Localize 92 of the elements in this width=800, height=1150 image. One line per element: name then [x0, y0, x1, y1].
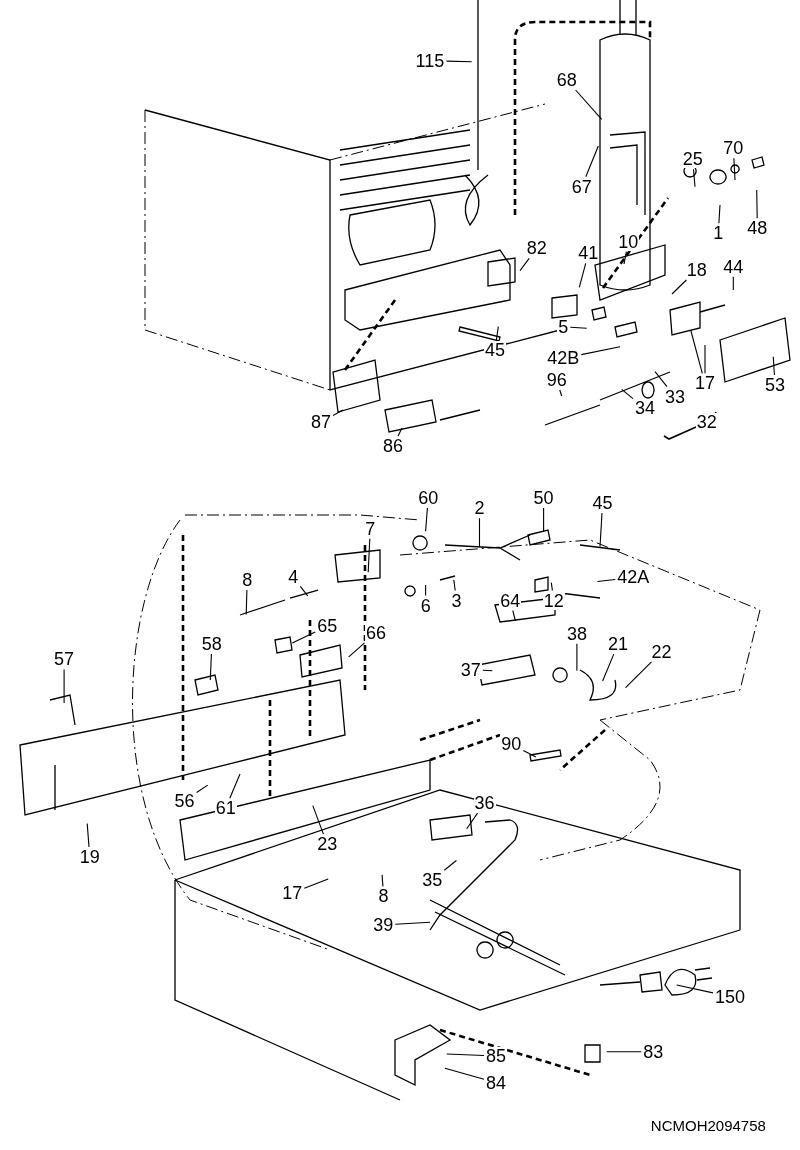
callout-number: 6 [419, 596, 432, 615]
callout-number: 83 [642, 1042, 665, 1061]
callout-number: 33 [664, 387, 687, 406]
callout-number: 5 [557, 317, 570, 336]
leader-line [332, 409, 344, 417]
leader-line [543, 507, 545, 532]
leader-line [478, 517, 481, 548]
leader-line [381, 874, 384, 887]
callout-number: 10 [617, 232, 640, 251]
leader-line [196, 784, 209, 794]
leader-line [443, 859, 457, 871]
leader-line [602, 653, 615, 682]
leader-line [625, 661, 653, 689]
leader-line [654, 371, 668, 388]
leader-line [756, 189, 758, 219]
leader-line [229, 773, 241, 799]
leader-line [599, 512, 603, 548]
leader-line [348, 642, 366, 658]
callout-number: 60 [417, 488, 440, 507]
leader-line [772, 356, 775, 376]
callout-number: 68 [555, 71, 578, 89]
leader-line [550, 582, 553, 592]
callout-number: 17 [281, 883, 304, 902]
leader-line [585, 145, 599, 178]
leader-line [245, 589, 248, 615]
leader-line [676, 984, 714, 994]
leader-line [580, 346, 621, 356]
callout-number: 12 [542, 591, 565, 610]
leader-line [522, 749, 537, 758]
leader-line [733, 157, 736, 181]
leader-line [519, 257, 530, 272]
callout-number: 115 [414, 51, 446, 70]
callout-number: 38 [565, 624, 588, 643]
leader-line [623, 251, 627, 265]
leader-line [576, 643, 578, 672]
leader-line [445, 60, 473, 63]
callout-number: 67 [570, 177, 593, 196]
leader-line [671, 279, 687, 295]
callout-number: 8 [241, 571, 254, 589]
leader-line [569, 326, 588, 329]
callout-number: 86 [382, 437, 405, 455]
leader-line [303, 878, 329, 889]
callout-number: 37 [459, 660, 482, 679]
leader-line [495, 326, 499, 341]
callout-number: 18 [685, 261, 708, 279]
callout-number: 53 [764, 376, 787, 394]
leader-line [606, 1051, 642, 1053]
leader-line [621, 388, 634, 400]
callout-number: 96 [545, 371, 568, 389]
callout-number: 150 [714, 987, 747, 1006]
callout-number: 85 [485, 1047, 508, 1065]
callout-number: 50 [532, 488, 555, 507]
leader-line [291, 631, 316, 644]
leader-line [299, 585, 309, 597]
leader-line [692, 168, 696, 188]
leader-line [425, 507, 428, 532]
callout-number: 39 [372, 916, 395, 934]
leader-line [63, 668, 65, 704]
leader-line [367, 538, 371, 573]
leader-line [397, 427, 403, 437]
leader-line [446, 1053, 485, 1057]
callout-number: 44 [722, 257, 745, 276]
callout-number: 87 [310, 413, 333, 431]
leader-line [312, 805, 324, 835]
leader-line [559, 389, 563, 397]
leader-line [482, 669, 493, 672]
callout-number: 56 [173, 791, 196, 810]
leader-line [425, 584, 427, 597]
leader-line [453, 579, 456, 592]
leader-line [512, 609, 516, 622]
callout-number: 35 [421, 871, 444, 889]
leader-line [690, 329, 703, 374]
leader-line [444, 1067, 485, 1080]
callout-number: 66 [364, 623, 387, 642]
leader-line [209, 653, 212, 681]
leader-line [86, 823, 90, 848]
callout-number: 25 [681, 150, 704, 169]
callout-number: 7 [364, 519, 377, 538]
leader-line [718, 204, 721, 224]
leader-line [394, 921, 431, 925]
callout-number: 84 [485, 1073, 508, 1092]
callout-number: 45 [484, 341, 507, 359]
callout-number: 64 [499, 591, 522, 610]
callout-number: 22 [650, 642, 673, 661]
leader-line [466, 812, 479, 830]
leader-line [704, 344, 706, 374]
leader-line [575, 89, 603, 120]
leader-line [578, 262, 587, 288]
leader-line [596, 578, 616, 583]
callout-number: 3 [450, 591, 463, 610]
callout-number: 19 [78, 847, 101, 866]
callout-number: 32 [695, 412, 718, 431]
